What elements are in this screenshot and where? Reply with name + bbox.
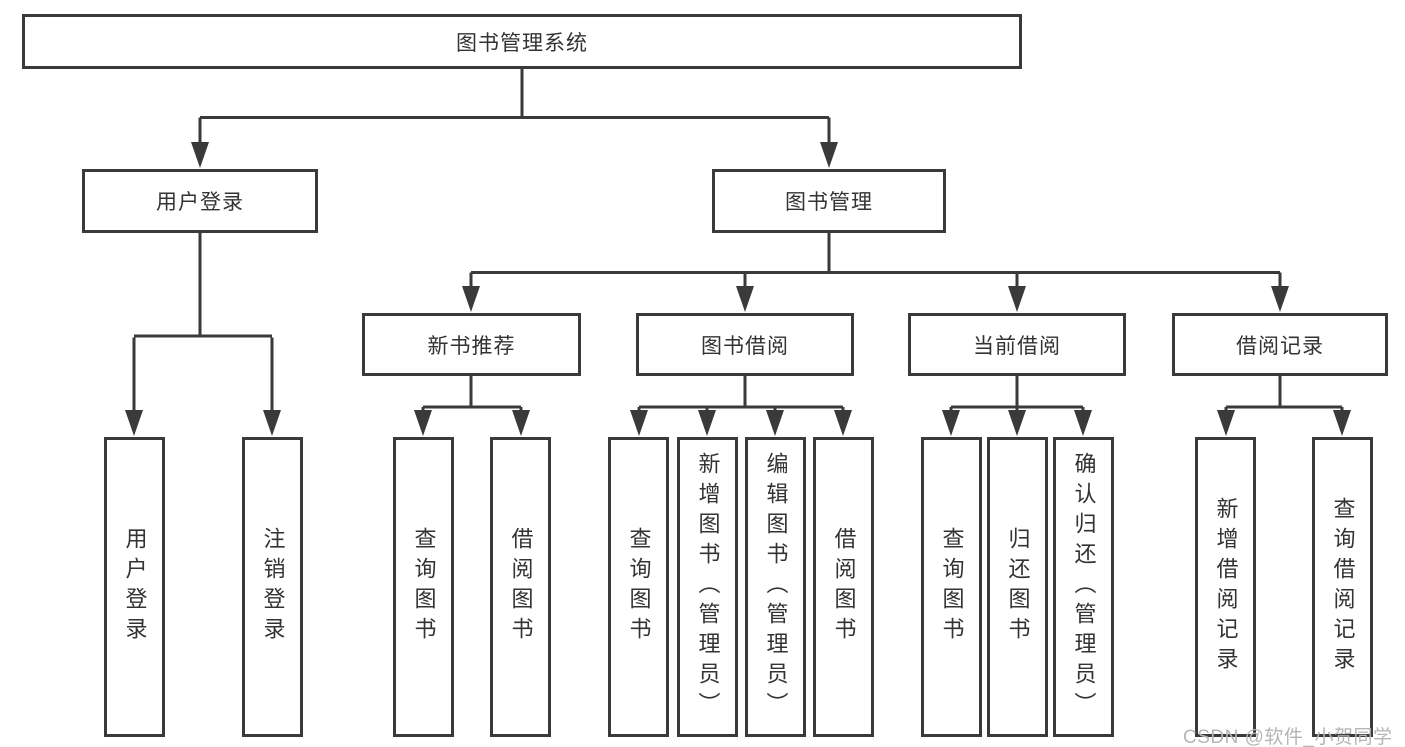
leaf-borrowing-edit-books-admin: 编辑图书（管理员） xyxy=(745,437,806,737)
watermark: CSDN @软件_小贺同学 xyxy=(1183,727,1393,747)
leaf-borrowing-borrow-books: 借阅图书 xyxy=(813,437,874,737)
leaf-logout: 注销登录 xyxy=(242,437,303,737)
leaf-recommend-query-books: 查询图书 xyxy=(393,437,454,737)
leaf-user-login: 用户登录 xyxy=(104,437,165,737)
node-book-management: 图书管理 xyxy=(712,169,946,233)
node-new-book-recommend: 新书推荐 xyxy=(362,313,581,376)
node-borrow-records: 借阅记录 xyxy=(1172,313,1388,376)
node-book-borrowing: 图书借阅 xyxy=(636,313,854,376)
node-current-borrowing: 当前借阅 xyxy=(908,313,1126,376)
leaf-current-return-books: 归还图书 xyxy=(987,437,1048,737)
leaf-borrowing-add-books-admin: 新增图书（管理员） xyxy=(677,437,738,737)
leaf-borrowing-query-books: 查询图书 xyxy=(608,437,669,737)
node-library-system: 图书管理系统 xyxy=(22,14,1022,69)
arrowheads xyxy=(125,142,1351,436)
leaf-recommend-borrow-books: 借阅图书 xyxy=(490,437,551,737)
node-user-login: 用户登录 xyxy=(82,169,318,233)
leaf-current-query-books: 查询图书 xyxy=(921,437,982,737)
leaf-records-add-record: 新增借阅记录 xyxy=(1195,437,1256,737)
leaf-current-confirm-return-admin: 确认归还（管理员） xyxy=(1053,437,1114,737)
leaf-records-query-record: 查询借阅记录 xyxy=(1312,437,1373,737)
